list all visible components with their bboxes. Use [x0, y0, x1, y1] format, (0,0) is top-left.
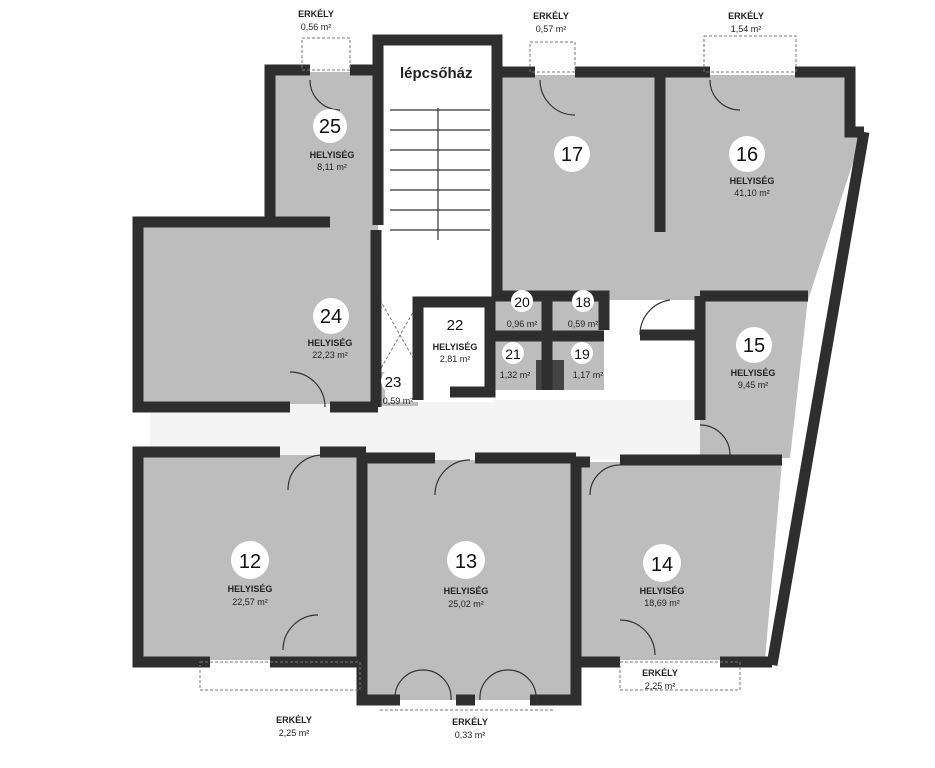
- svg-text:1,17 m²: 1,17 m²: [573, 370, 604, 380]
- svg-text:22,23 m²: 22,23 m²: [312, 350, 348, 360]
- svg-text:2,25 m²: 2,25 m²: [279, 728, 310, 738]
- svg-text:15: 15: [743, 335, 765, 357]
- svg-text:0,59 m²: 0,59 m²: [568, 319, 599, 329]
- svg-text:23: 23: [385, 374, 402, 391]
- svg-text:1,32 m²: 1,32 m²: [500, 370, 531, 380]
- svg-text:ERKÉLY: ERKÉLY: [298, 9, 334, 19]
- svg-text:0,59 m²: 0,59 m²: [383, 396, 414, 406]
- room-13: [366, 460, 576, 700]
- svg-text:12: 12: [239, 551, 261, 573]
- svg-text:1,54 m²: 1,54 m²: [731, 24, 762, 34]
- svg-text:HELYISÉG: HELYISÉG: [228, 584, 273, 594]
- balcony-16-label: ERKÉLY 1,54 m²: [728, 11, 764, 34]
- svg-text:0,57 m²: 0,57 m²: [536, 24, 567, 34]
- room-24-label: 24 HELYISÉG 22,23 m²: [308, 298, 353, 360]
- balcony-14-label: ERKÉLY 2,25 m²: [642, 668, 678, 691]
- svg-text:0,56 m²: 0,56 m²: [301, 22, 332, 32]
- svg-text:9,45 m²: 9,45 m²: [738, 380, 769, 390]
- svg-text:2,25 m²: 2,25 m²: [645, 681, 676, 691]
- room-13-label: 13 HELYISÉG 25,02 m²: [444, 541, 489, 609]
- svg-text:ERKÉLY: ERKÉLY: [452, 717, 488, 727]
- balcony-25-label: ERKÉLY 0,56 m²: [298, 9, 334, 32]
- svg-text:HELYISÉG: HELYISÉG: [640, 586, 685, 596]
- room-16: [657, 75, 862, 300]
- room-23-label: 23 0,59 m²: [381, 369, 413, 406]
- svg-text:25: 25: [319, 116, 341, 138]
- svg-text:25,02 m²: 25,02 m²: [448, 599, 484, 609]
- balcony-17-label: ERKÉLY 0,57 m²: [533, 11, 569, 34]
- walls: [132, 34, 870, 706]
- svg-text:HELYISÉG: HELYISÉG: [433, 342, 478, 352]
- stair-steps: [379, 108, 490, 371]
- room-17-label: 17: [554, 136, 590, 172]
- room-18-label: 18 0,59 m²: [568, 290, 599, 329]
- room-15-label: 15 HELYISÉG 9,45 m²: [731, 327, 776, 390]
- balcony-13-label: ERKÉLY 0,33 m²: [452, 717, 488, 740]
- svg-text:14: 14: [651, 554, 673, 576]
- svg-text:8,11 m²: 8,11 m²: [317, 162, 347, 172]
- svg-text:0,33 m²: 0,33 m²: [455, 730, 486, 740]
- svg-text:13: 13: [455, 551, 477, 573]
- svg-text:16: 16: [736, 144, 758, 166]
- doors: [282, 79, 741, 701]
- svg-text:20: 20: [514, 294, 530, 310]
- balcony-outlines: [199, 35, 797, 711]
- svg-text:24: 24: [320, 306, 342, 328]
- svg-text:17: 17: [561, 144, 583, 166]
- svg-text:18: 18: [575, 294, 591, 310]
- svg-text:ERKÉLY: ERKÉLY: [533, 11, 569, 21]
- svg-text:21: 21: [505, 346, 521, 362]
- room-14-label: 14 HELYISÉG 18,69 m²: [640, 544, 685, 608]
- staircase-label: lépcsőház: [400, 65, 473, 82]
- svg-text:HELYISÉG: HELYISÉG: [444, 586, 489, 596]
- balcony-12-label: ERKÉLY 2,25 m²: [276, 715, 312, 738]
- svg-text:2,81 m²: 2,81 m²: [440, 354, 471, 364]
- svg-text:19: 19: [574, 346, 590, 362]
- svg-text:ERKÉLY: ERKÉLY: [642, 668, 678, 678]
- room-25-label: 25 HELYISÉG 8,11 m²: [310, 109, 355, 172]
- svg-text:ERKÉLY: ERKÉLY: [276, 715, 312, 725]
- staircase: [385, 42, 495, 402]
- svg-text:0,96 m²: 0,96 m²: [507, 319, 538, 329]
- svg-text:22,57 m²: 22,57 m²: [232, 597, 268, 607]
- svg-text:HELYISÉG: HELYISÉG: [310, 150, 355, 160]
- room-21-label: 21 1,32 m²: [500, 342, 531, 380]
- svg-text:ERKÉLY: ERKÉLY: [728, 11, 764, 21]
- svg-text:18,69 m²: 18,69 m²: [644, 598, 680, 608]
- room-12-label: 12 HELYISÉG 22,57 m²: [228, 541, 273, 607]
- room-22-label: 22 HELYISÉG 2,81 m²: [433, 311, 478, 364]
- room-20-label: 20 0,96 m²: [507, 290, 538, 329]
- room-25: [272, 72, 378, 222]
- svg-text:HELYISÉG: HELYISÉG: [308, 338, 353, 348]
- svg-text:HELYISÉG: HELYISÉG: [731, 368, 776, 378]
- room-15: [700, 298, 808, 458]
- svg-text:41,10 m²: 41,10 m²: [734, 188, 770, 198]
- svg-text:HELYISÉG: HELYISÉG: [730, 176, 775, 186]
- svg-text:22: 22: [447, 317, 464, 334]
- room-19-label: 19 1,17 m²: [571, 342, 603, 380]
- room-17: [497, 75, 657, 300]
- room-16-label: 16 HELYISÉG 41,10 m²: [729, 136, 774, 198]
